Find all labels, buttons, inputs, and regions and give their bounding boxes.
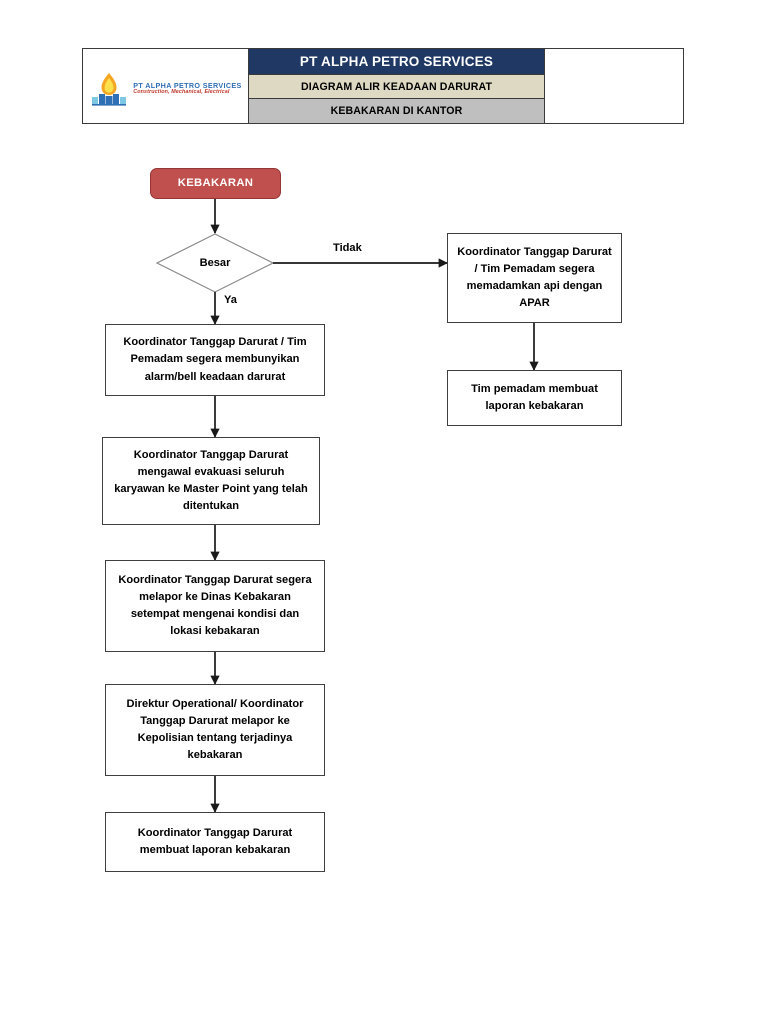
main-step-2[interactable]: Koordinator Tanggap Darurat mengawal eva… <box>102 437 320 525</box>
start-node-kebakaran[interactable]: KEBAKARAN <box>150 168 281 199</box>
logo-cell: PT ALPHA PETRO SERVICES Construction, Me… <box>83 49 249 123</box>
header-document-subtitle: KEBAKARAN DI KANTOR <box>249 99 544 123</box>
edge-label-ya: Ya <box>224 294 237 306</box>
document-header-table: PT ALPHA PETRO SERVICES Construction, Me… <box>82 48 684 124</box>
main-step-3[interactable]: Koordinator Tanggap Darurat segera melap… <box>105 560 325 652</box>
logo-text-block: PT ALPHA PETRO SERVICES Construction, Me… <box>133 82 241 95</box>
flame-logo-icon <box>89 72 129 106</box>
header-company-title: PT ALPHA PETRO SERVICES <box>249 49 544 75</box>
main-step-5[interactable]: Koordinator Tanggap Darurat membuat lapo… <box>105 812 325 872</box>
header-document-title: DIAGRAM ALIR KEADAAN DARURAT <box>249 75 544 99</box>
edge-label-tidak: Tidak <box>333 242 362 254</box>
main-step-1[interactable]: Koordinator Tanggap Darurat / Tim Pemada… <box>105 324 325 396</box>
logo-company-name: PT ALPHA PETRO SERVICES <box>133 81 242 91</box>
header-blank-cell <box>545 49 683 123</box>
company-logo: PT ALPHA PETRO SERVICES Construction, Me… <box>89 72 241 106</box>
decision-node-besar[interactable]: Besar <box>199 257 231 269</box>
main-step-4[interactable]: Direktur Operational/ Koordinator Tangga… <box>105 684 325 776</box>
logo-tagline: Construction, Mechanical, Electrical <box>133 88 230 95</box>
branch-step-2[interactable]: Tim pemadam membuat laporan kebakaran <box>447 370 622 426</box>
title-cell: PT ALPHA PETRO SERVICES DIAGRAM ALIR KEA… <box>249 49 545 123</box>
branch-step-1[interactable]: Koordinator Tanggap Darurat / Tim Pemada… <box>447 233 622 323</box>
